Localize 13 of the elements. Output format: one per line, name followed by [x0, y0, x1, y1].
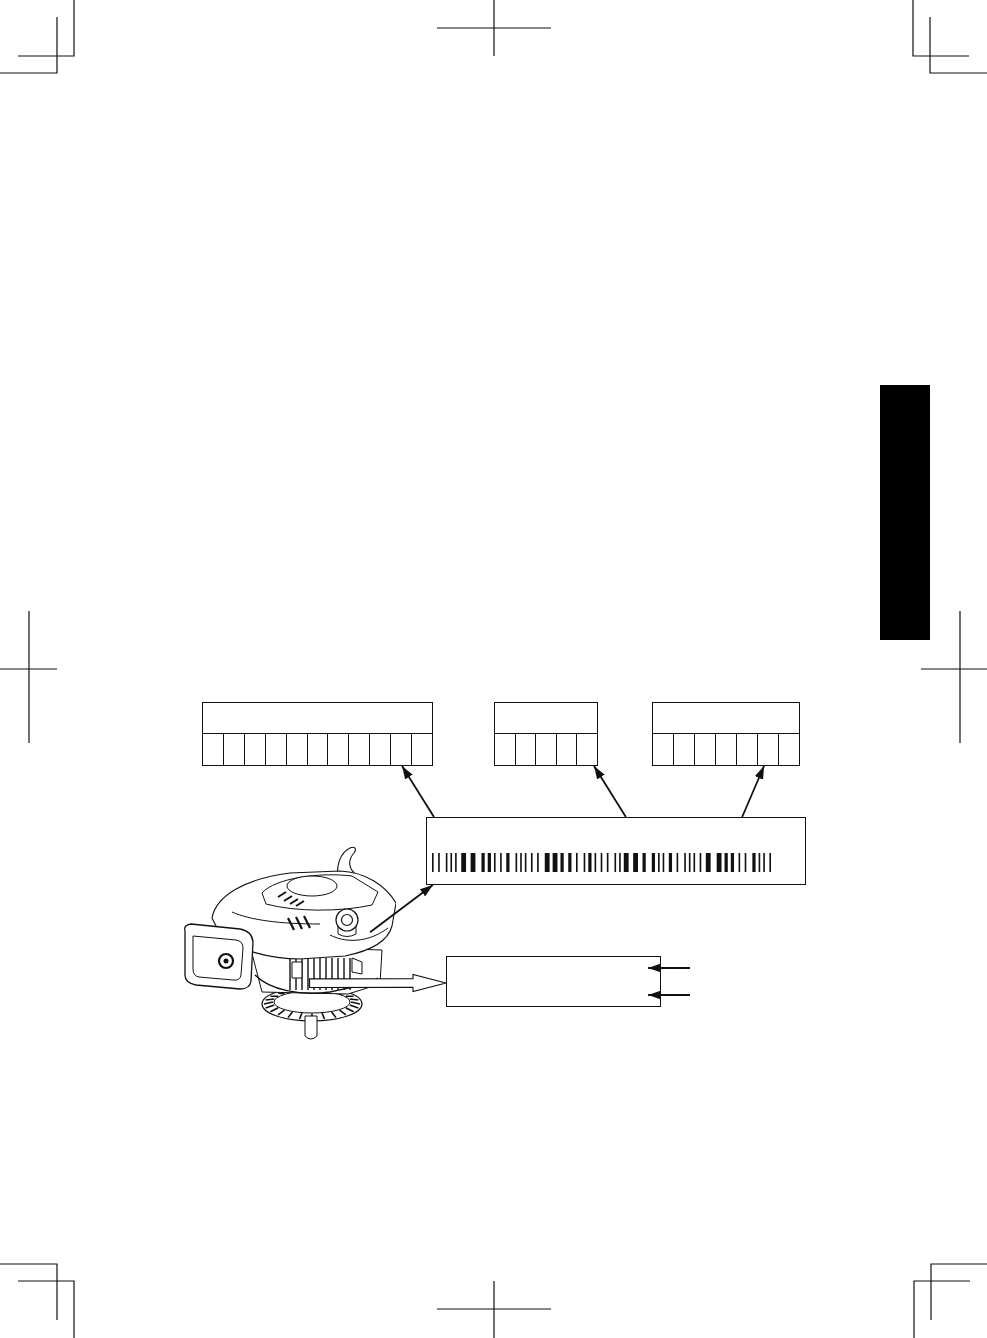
arrow: [647, 990, 691, 1000]
arrow: [647, 963, 691, 973]
arrow: [369, 884, 434, 934]
barcode-label: [426, 817, 806, 885]
arrow: [593, 765, 627, 818]
label-plate: [446, 956, 661, 1007]
arrow: [401, 765, 435, 818]
number-grid: [494, 702, 598, 766]
arrow: [741, 765, 765, 818]
number-grid: [652, 702, 800, 766]
block-arrow: [309, 973, 447, 993]
number-grid: [202, 702, 433, 766]
index-tab: [880, 385, 930, 640]
